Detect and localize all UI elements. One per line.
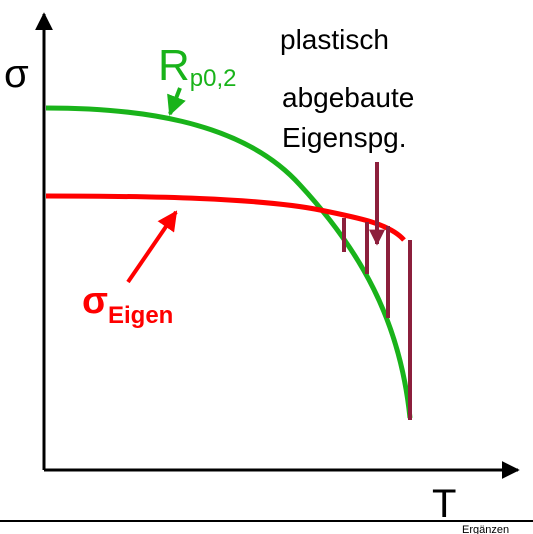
annotation-line-3: Eigenspg. <box>282 122 407 153</box>
residual-stress-curve <box>45 193 406 242</box>
footer-note: Ergänzen <box>462 524 510 534</box>
yield-strength-label-main: R <box>158 41 190 90</box>
x-axis-label: T <box>432 482 457 526</box>
yield-strength-curve <box>45 105 413 419</box>
yield-label-pointer-icon <box>167 87 186 116</box>
annotation-line-2: abgebaute <box>282 82 415 113</box>
residual-label-pointer-icon <box>126 210 178 284</box>
residual-stress-label: σEigen <box>82 280 173 328</box>
annotation-line-1: plastisch <box>280 24 389 55</box>
y-axis-label: σ <box>4 52 29 96</box>
residual-stress-label-main: σ <box>82 280 108 322</box>
yield-strength-label: Rp0,2 <box>158 41 237 91</box>
residual-stress-label-subscript: Eigen <box>108 302 174 329</box>
yield-strength-label-subscript: p0,2 <box>189 65 237 92</box>
